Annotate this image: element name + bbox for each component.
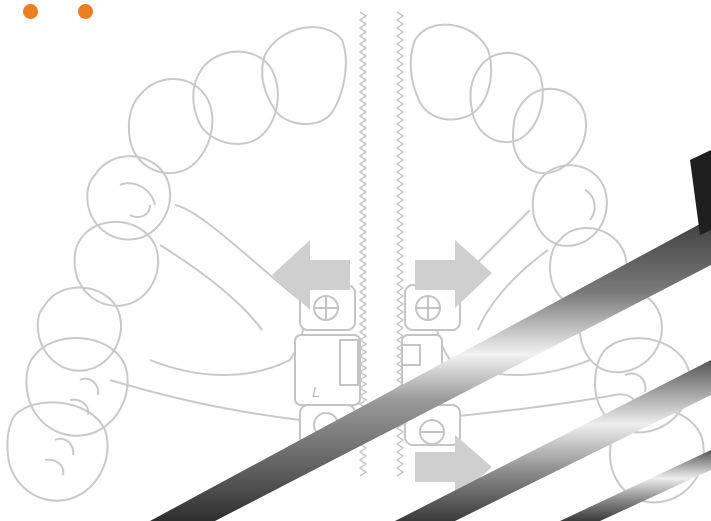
appliance-marking: L (312, 384, 320, 401)
